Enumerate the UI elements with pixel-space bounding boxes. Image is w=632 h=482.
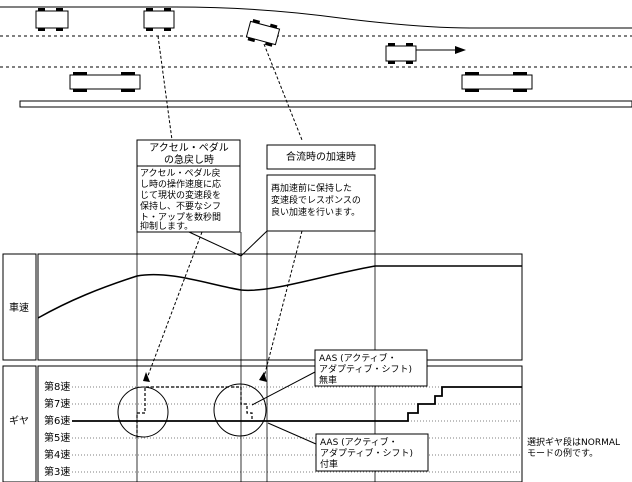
car-top-left [35,8,69,31]
accel-callout-title-1: アクセル・ペダル [149,141,229,154]
road-scene [0,6,632,108]
gear-label-7: 第7速 [44,397,70,410]
gear-line-without-aas [136,386,253,438]
aas-without-line-1: AAS (アクティブ・ [319,352,397,364]
gear-graph-box [37,365,523,482]
gear-axis-label: ギヤ [9,415,29,427]
aas-without-line-2: アダプティブ・シフト) [319,363,412,375]
merge-callout-body-1: 再加速前に保持した [271,182,352,194]
leader-accel-arrowhead [143,372,150,382]
annotation-aas-without: AAS (アクティブ・ アダプティブ・シフト) 無車 [251,349,428,406]
leader-merge-arrowhead [259,372,267,382]
merge-callout-connector [240,230,268,257]
speed-graph-box [37,253,523,361]
merge-lane-edge [0,6,632,29]
leader-merge-to-circle [262,230,303,382]
panel-frames [2,253,523,482]
accel-callout-body-6: 抑制します。 [140,220,193,232]
accel-callout-body-2: し時の操作速度に応 [140,178,221,190]
speed-label-box [2,253,37,361]
vehicle-speed-curve [37,265,522,319]
merge-callout-body-3: 良い加速を行います。 [271,206,360,218]
leader-accel-to-circle [145,231,203,382]
truck-right [461,72,533,92]
speed-axis-label: 車速 [9,301,29,314]
truck-left [69,72,141,92]
car-ahead [385,43,417,64]
gear-grid [72,386,522,473]
gear-label-4: 第4速 [44,448,70,461]
aas-with-line-2: アダプティブ・シフト) [320,447,413,459]
car-top-center [143,8,175,31]
merge-callout-body-2: 変速段でレスポンスの [271,194,361,206]
accel-callout-body-3: じて現状の変速段を [140,189,221,201]
leader-car-to-accel-callout [157,35,173,141]
direction-arrow [416,46,466,54]
highlight-circle-accel [117,386,169,438]
gear-line-with-aas [72,386,522,422]
merge-callout-title: 合流時の加速時 [286,150,356,163]
callout-merge: 合流時の加速時 再加速前に保持した 変速段でレスポンスの 良い加速を行います。 [266,144,376,232]
mode-note-line-2: モードの例です。 [527,447,598,459]
gear-label-6: 第6速 [44,414,70,427]
aas-with-line-1: AAS (アクティブ・ [320,436,398,448]
accel-callout-body-1: アクセル・ペダル戻 [140,167,221,179]
accel-callout-body-5: ト・アップを数秒間 [140,211,221,223]
annotation-aas-with: AAS (アクティブ・ アダプティブ・シフト) 付車 [267,422,429,472]
mode-note-line-1: 選択ギヤ段はNORMAL [527,436,620,448]
gear-label-8: 第8速 [44,380,70,393]
road-barrier [19,100,632,108]
aas-without-line-3: 無車 [319,374,337,386]
aas-with-line-3: 付車 [320,458,338,470]
callout-accel-pedal: アクセル・ペダル の急戻し時 アクセル・ペダル戻 し時の操作速度に応 じて現状の… [136,139,241,233]
gear-label-box [2,365,37,482]
highlight-circle-merge [213,383,267,437]
gear-label-3: 第3速 [44,465,70,478]
leader-car-to-merge-callout [263,43,303,141]
accel-callout-connector [188,231,242,257]
car-merging [245,19,281,47]
accel-callout-body-4: 保持し、不要なシフ [140,200,221,212]
gear-label-5: 第5速 [44,431,70,444]
accel-callout-title-2: の急戻し時 [164,153,214,166]
